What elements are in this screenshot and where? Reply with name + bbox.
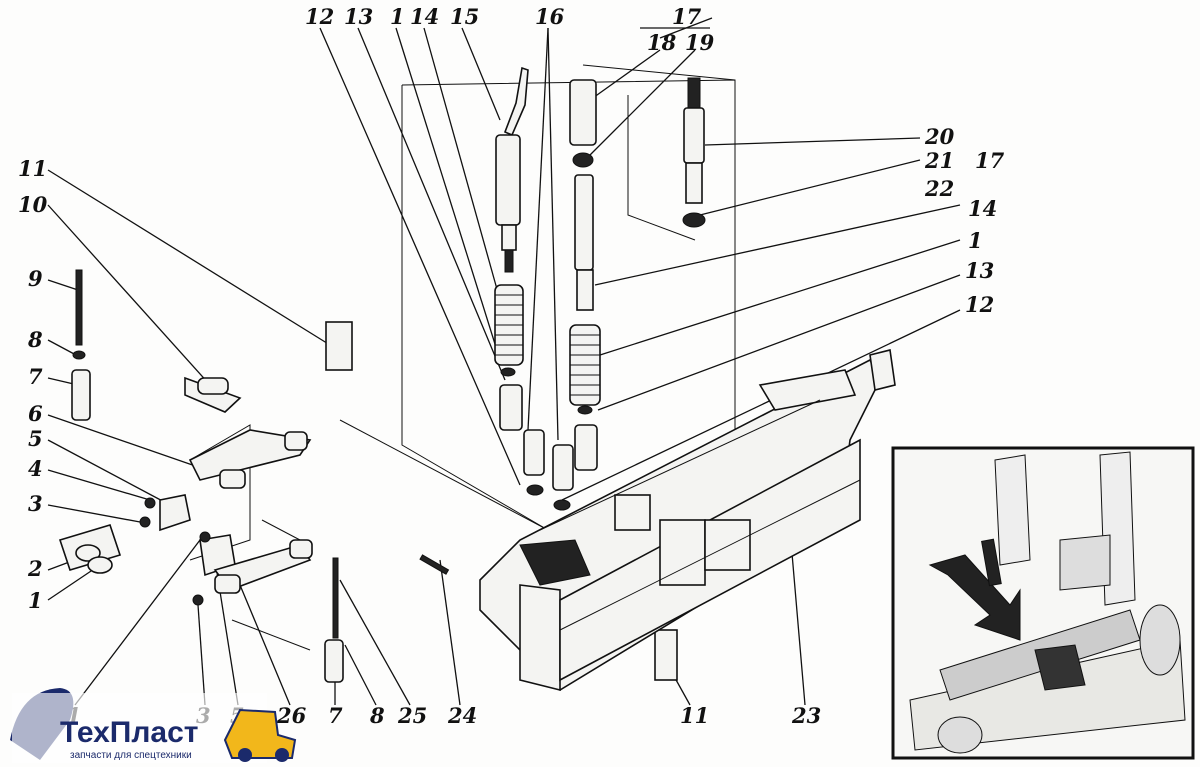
label-8-bottom: 8 bbox=[369, 703, 385, 728]
label-6-left: 6 bbox=[28, 401, 43, 426]
label-25-bottom: 25 bbox=[397, 703, 427, 728]
label-14-top: 14 bbox=[410, 4, 439, 29]
label-3-left: 3 bbox=[28, 491, 43, 516]
main-frame-23 bbox=[479, 349, 896, 692]
techplast-logo: ТехПласт запчасти для спецтехники bbox=[10, 688, 297, 763]
label-24-bottom: 24 bbox=[447, 703, 477, 728]
label-17-top: 17 bbox=[672, 4, 702, 29]
label-8-left: 8 bbox=[27, 327, 43, 352]
label-2-left: 2 bbox=[27, 556, 43, 581]
label-22-right: 22 bbox=[924, 176, 954, 201]
label-1-top: 1 bbox=[390, 4, 405, 29]
spring-14-left bbox=[494, 284, 545, 496]
logo-name: ТехПласт bbox=[60, 716, 199, 749]
label-23-bottom: 23 bbox=[791, 703, 821, 728]
label-14-right: 14 bbox=[968, 196, 997, 221]
hose-assembly-15 bbox=[495, 66, 529, 273]
linkage-left bbox=[58, 269, 678, 683]
label-26-bottom: 26 bbox=[276, 703, 307, 728]
label-18-top: 18 bbox=[647, 30, 677, 55]
label-13-right: 13 bbox=[965, 258, 994, 283]
label-16-top: 16 bbox=[535, 4, 565, 29]
label-20-right: 20 bbox=[924, 124, 955, 149]
label-13-top: 13 bbox=[344, 4, 373, 29]
label-7-left: 7 bbox=[28, 364, 43, 389]
label-15-top: 15 bbox=[450, 4, 479, 29]
threaded-rod-20-22 bbox=[682, 77, 706, 228]
label-7-bottom: 7 bbox=[328, 703, 343, 728]
leader-lines bbox=[47, 17, 961, 706]
label-1-left: 1 bbox=[28, 588, 43, 613]
label-21-right: 21 bbox=[924, 148, 954, 173]
inset-view bbox=[891, 446, 1195, 760]
label-17-right: 17 bbox=[975, 148, 1005, 173]
label-10-left: 10 bbox=[18, 192, 48, 217]
label-11-bottom: 11 bbox=[680, 703, 709, 728]
label-19-top: 19 bbox=[685, 30, 715, 55]
label-9-left: 9 bbox=[28, 266, 43, 291]
label-4-left: 4 bbox=[28, 456, 43, 481]
label-12-right: 12 bbox=[965, 292, 994, 317]
label-1-right: 1 bbox=[968, 228, 983, 253]
spring-14-right bbox=[552, 79, 601, 511]
label-12-top: 12 bbox=[305, 4, 334, 29]
label-5-left: 5 bbox=[28, 426, 43, 451]
logo-tagline: запчасти для спецтехники bbox=[70, 750, 192, 761]
label-11-left: 11 bbox=[18, 156, 47, 181]
